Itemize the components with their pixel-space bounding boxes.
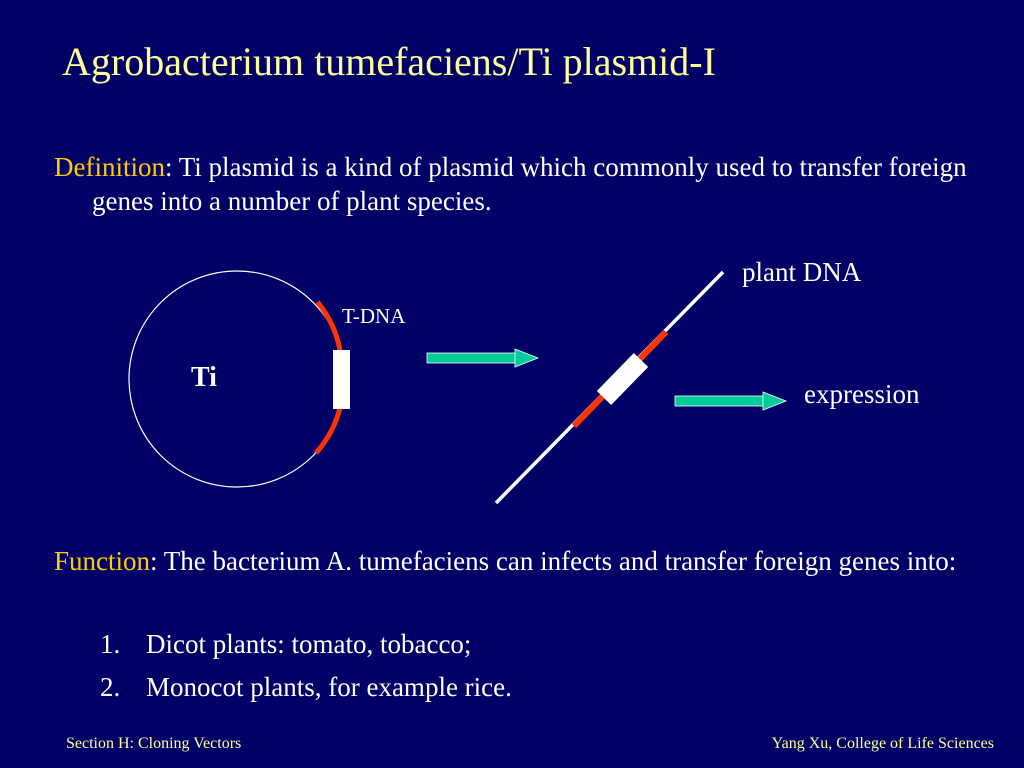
list-item-number: 2. <box>100 672 121 702</box>
function-paragraph: Function: The bacterium A. tumefaciens c… <box>54 544 1012 578</box>
footer-left: Section H: Cloning Vectors <box>66 735 242 752</box>
list-item: 2. Monocot plants, for example rice. <box>100 666 512 709</box>
footer-right: Yang Xu, College of Life Sciences <box>771 735 994 752</box>
ti-plasmid-circle <box>128 270 346 488</box>
host-plant-list: 1. Dicot plants: tomato, tobacco; 2. Monoc… <box>100 623 512 709</box>
integrated-insert-block <box>596 353 649 405</box>
tdna-insert-block <box>333 350 350 409</box>
plant-dna-label: plant DNA <box>742 257 862 287</box>
slide-title: Agrobacterium tumefaciens/Ti plasmid-I <box>62 39 716 84</box>
tdna-segment-upper <box>315 300 343 351</box>
list-item-text: Monocot plants, for example rice. <box>146 672 512 702</box>
function-text: : The bacterium A. tumefaciens can infec… <box>150 546 957 576</box>
arrow-to-expression <box>674 391 788 411</box>
list-item: 1. Dicot plants: tomato, tobacco; <box>100 623 512 666</box>
ti-label: Ti <box>191 362 217 393</box>
tdna-segment-lower <box>314 407 343 455</box>
tdna-integrated-lower <box>571 393 606 429</box>
list-item-number: 1. <box>100 629 121 659</box>
tdna-label: T-DNA <box>342 304 406 328</box>
arrow-to-plant-dna <box>426 348 540 368</box>
list-item-text: Dicot plants: tomato, tobacco; <box>146 629 472 659</box>
definition-label: Definition <box>54 152 165 182</box>
definition-paragraph: Definition: Ti plasmid is a kind of plas… <box>54 150 1012 218</box>
definition-text: : Ti plasmid is a kind of plasmid which … <box>92 152 967 216</box>
function-label: Function <box>54 546 151 576</box>
tdna-integrated-upper <box>633 329 669 366</box>
expression-label: expression <box>804 379 920 409</box>
